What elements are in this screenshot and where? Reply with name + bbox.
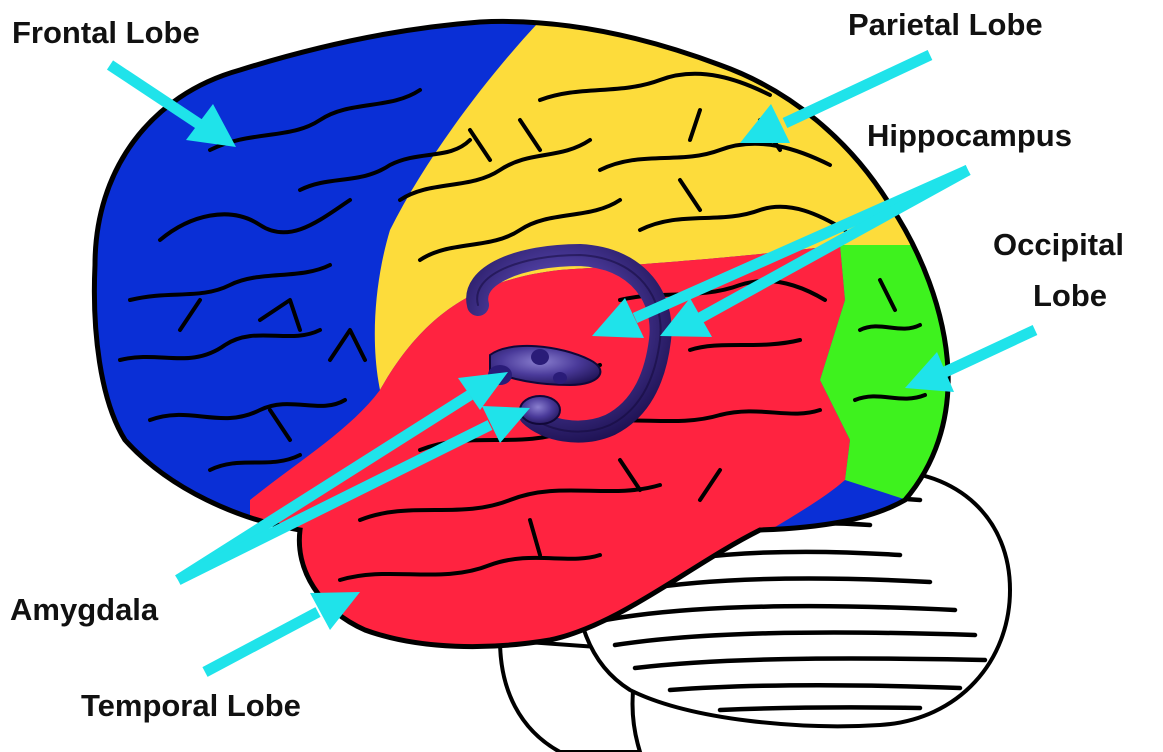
hippocampus-label: Hippocampus (867, 117, 1072, 155)
temporal-arrow (205, 592, 360, 672)
amygdala-label: Amygdala (10, 591, 158, 629)
temporal-lobe-label: Temporal Lobe (81, 687, 301, 725)
occipital-lobe-label-line1: Occipital (993, 226, 1124, 264)
occipital-lobe-label-line2: Lobe (1033, 277, 1107, 315)
frontal-lobe-label: Frontal Lobe (12, 14, 200, 52)
parietal-lobe-label: Parietal Lobe (848, 6, 1043, 44)
